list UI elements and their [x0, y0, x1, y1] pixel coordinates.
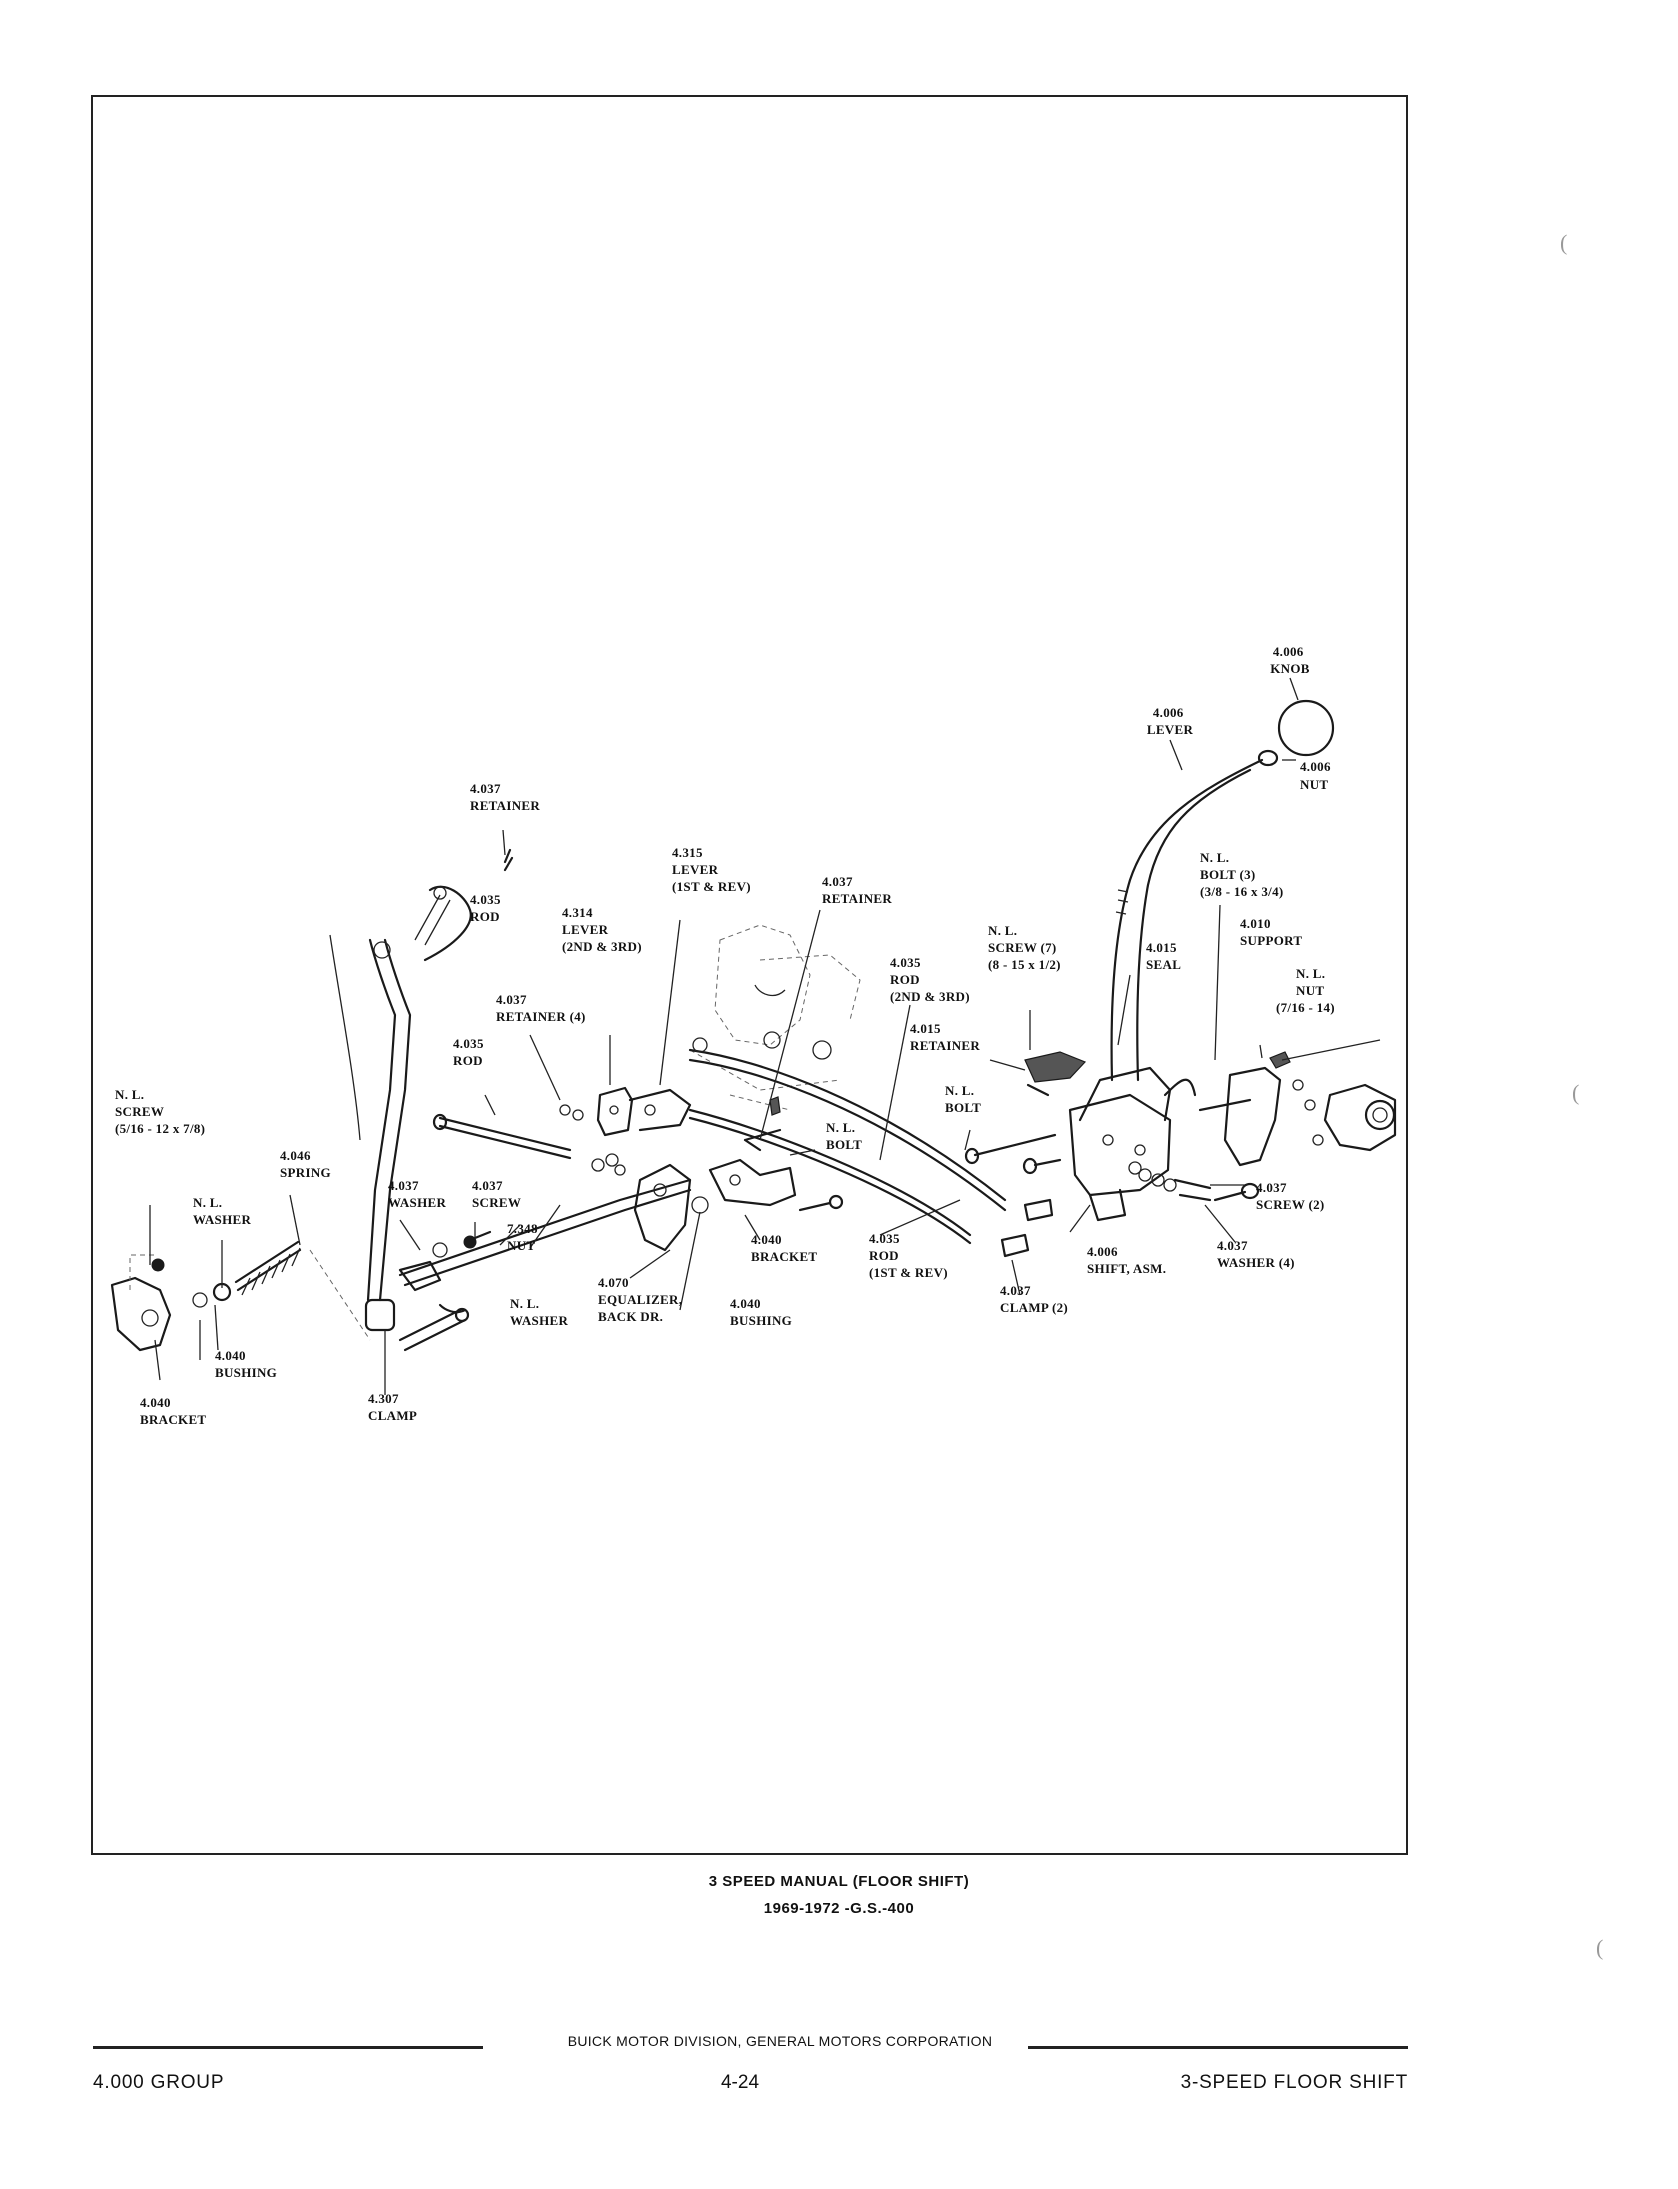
- left-rod-drawing: [432, 1113, 572, 1160]
- label-spring: 4.046 SPRING: [280, 1148, 331, 1180]
- clamp-307-drawing: [364, 1298, 396, 1395]
- label-bushing-left: 4.040 BUSHING: [215, 1348, 277, 1380]
- label-seal: 4.015 SEAL: [1146, 940, 1181, 972]
- shift-rods-drawing: [688, 1037, 1007, 1245]
- label-bolt-support: N. L. BOLT (3) (3/8 - 16 x 3/4): [1200, 850, 1284, 899]
- label-bushing-mid: 4.040 BUSHING: [730, 1296, 792, 1328]
- label-washer-4: 4.037 WASHER (4): [1217, 1238, 1295, 1270]
- label-bolt-nl: N. L. BOLT: [945, 1083, 981, 1115]
- label-washer-nl-mid: N. L. WASHER: [510, 1296, 568, 1328]
- label-shift-asm: 4.006 SHIFT, ASM.: [1087, 1244, 1166, 1276]
- label-top-nut: 4.006 NUT: [1300, 759, 1334, 792]
- label-screw-2: 4.037 SCREW (2): [1256, 1180, 1325, 1212]
- left-bracket-drawing: [110, 1240, 371, 1352]
- label-knob: 4.006 KNOB: [1270, 644, 1310, 676]
- label-bracket-mid: 4.040 BRACKET: [751, 1232, 817, 1264]
- label-equalizer: 4.070 EQUALIZER, BACK DR.: [598, 1275, 686, 1324]
- label-retainer-mid: 4.037 RETAINER: [822, 874, 892, 906]
- label-screw-7: N. L. SCREW (7) (8 - 15 x 1/2): [988, 923, 1061, 972]
- footer-section: 3-SPEED FLOOR SHIFT: [1180, 2072, 1408, 2093]
- label-bracket-left: 4.040 BRACKET: [140, 1395, 206, 1427]
- label-retainer-top: 4.037 RETAINER: [470, 781, 540, 813]
- label-retainer-4: 4.037 RETAINER (4): [496, 992, 586, 1024]
- label-washer-nl-left: N. L. WASHER: [193, 1195, 251, 1227]
- label-retainer-shifter: 4.015 RETAINER: [910, 1021, 980, 1053]
- label-bolt-mid: N. L. BOLT: [826, 1120, 862, 1152]
- label-rod-left: 4.035 ROD: [453, 1036, 487, 1068]
- footer-rule-right: [1028, 2046, 1408, 2049]
- label-lever-2nd: 4.314 LEVER (2ND & 3RD): [562, 905, 642, 954]
- label-rod-2nd: 4.035 ROD (2ND & 3RD): [890, 955, 970, 1004]
- top-nut: [1257, 749, 1279, 767]
- label-rod-1st: 4.035 ROD (1ST & REV): [869, 1231, 948, 1280]
- part-labels: 4.006 KNOB 4.006 LEVER 4.006 NUT 4.037 R…: [115, 644, 1335, 1427]
- footer-group: 4.000 GROUP: [93, 2072, 225, 2093]
- label-lever: 4.006 LEVER: [1147, 705, 1194, 737]
- label-screw-left: N. L. SCREW (5/16 - 12 x 7/8): [115, 1087, 205, 1136]
- label-support: 4.010 SUPPORT: [1240, 916, 1302, 948]
- label-washer-037: 4.037 WASHER: [388, 1178, 446, 1210]
- footer-page-number: 4-24: [720, 2072, 760, 2093]
- label-screw-037: 4.037 SCREW: [472, 1178, 521, 1210]
- transmission-outline: [689, 924, 861, 1111]
- label-nut-support: N. L. NUT (7/16 - 14): [1276, 966, 1335, 1015]
- equalizer-drawing: [398, 1096, 844, 1352]
- shift-assembly-drawing: [964, 1051, 1212, 1258]
- diagram-caption-title: 3 SPEED MANUAL (FLOOR SHIFT): [708, 1873, 970, 1890]
- margin-mark-top: (: [1560, 230, 1568, 255]
- footer-publisher: BUICK MOTOR DIVISION, GENERAL MOTORS COR…: [567, 2033, 993, 2049]
- margin-mark-bottom: (: [1596, 1935, 1604, 1960]
- lever-shaft: [1110, 758, 1264, 1082]
- levers-drawing: [559, 1086, 692, 1137]
- label-clamp-307: 4.307 CLAMP: [368, 1391, 417, 1423]
- margin-mark-mid: (: [1572, 1080, 1580, 1105]
- knob: [1277, 699, 1335, 757]
- leader-lines: [149, 677, 1381, 1381]
- footer-rule-left: [93, 2046, 483, 2049]
- upper-rod-drawing: [329, 848, 514, 1302]
- diagram-frame: [91, 95, 1408, 1855]
- shift-lever-drawing: [1110, 699, 1335, 1082]
- label-nut-7348: 7.348 NUT: [507, 1221, 541, 1253]
- diagram-caption-years: 1969-1972 -G.S.-400: [763, 1900, 915, 1917]
- label-lever-1st: 4.315 LEVER (1ST & REV): [672, 845, 751, 894]
- label-clamp-2: 4.037 CLAMP (2): [1000, 1283, 1068, 1315]
- label-rod-upper: 4.035 ROD: [470, 892, 504, 924]
- support-drawing: [1198, 1051, 1397, 1202]
